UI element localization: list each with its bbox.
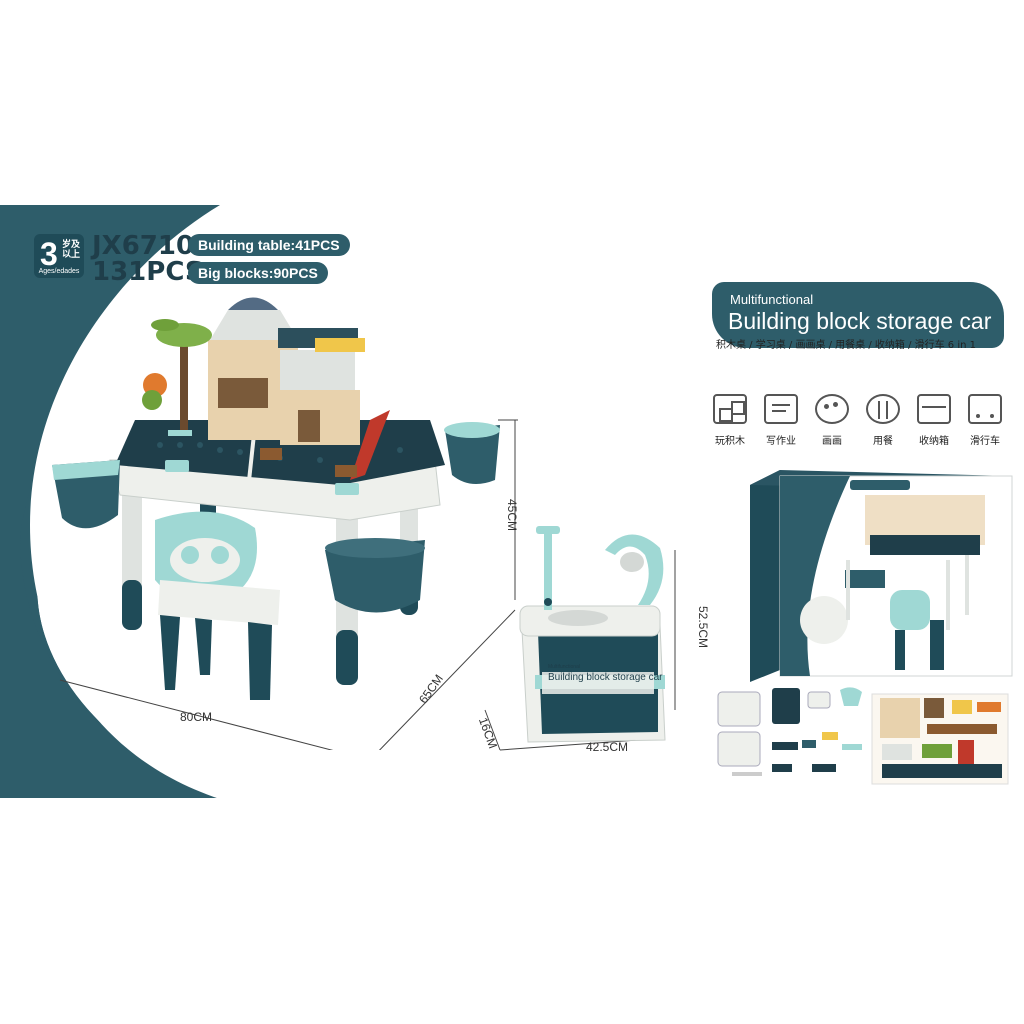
feature-dining: 用餐 <box>862 394 904 447</box>
product-title-cn-line: 积木桌 / 学习桌 / 画画桌 / 用餐桌 / 收纳箱 / 滑行车 6 in 1 <box>716 340 977 351</box>
feature-blocks: 玩积木 <box>709 394 751 447</box>
feature-label: 滑行车 <box>970 436 1000 447</box>
feature-label: 画画 <box>822 436 842 447</box>
case-label-small: Multifunctional <box>548 664 580 670</box>
cutlery-icon <box>866 394 900 424</box>
feature-trolley: 滑行车 <box>964 394 1006 447</box>
storage-box-icon <box>917 394 951 424</box>
age-cn-label: 岁及以上 <box>62 240 81 260</box>
age-badge: 3 岁及以上 Ages/edades <box>34 234 84 278</box>
background-wave-fill <box>0 205 230 798</box>
product-title-banner: Multifunctional Building block storage c… <box>712 282 1004 348</box>
product-box-image <box>750 470 1013 682</box>
pieces-total: 131PCS <box>92 257 204 287</box>
dim-case-height: 52.5CM <box>696 605 711 649</box>
feature-label: 用餐 <box>873 436 893 447</box>
feature-homework: 写作业 <box>760 394 802 447</box>
width-dimension-line <box>59 679 334 750</box>
storage-car-illustration <box>484 526 676 751</box>
homework-icon <box>764 394 798 424</box>
case-label: Building block storage car <box>548 672 663 683</box>
feature-label: 玩积木 <box>715 436 745 447</box>
parts-layout-image <box>717 687 1009 785</box>
pill-building-table: Building table:41PCS <box>188 234 350 256</box>
palette-icon <box>815 394 849 424</box>
feature-storage: 收纳箱 <box>913 394 955 447</box>
feature-label: 写作业 <box>766 436 796 447</box>
model-number: JX6710 <box>92 231 195 261</box>
dim-table-height: 45CM <box>505 498 520 532</box>
feature-label: 收纳箱 <box>919 436 949 447</box>
product-title-big: Building block storage car <box>728 308 992 334</box>
pill-big-blocks: Big blocks:90PCS <box>188 262 328 284</box>
dim-case-width: 42.5CM <box>586 740 629 754</box>
product-title-small: Multifunctional <box>730 292 814 307</box>
trolley-icon <box>968 394 1002 424</box>
age-number: 3 <box>40 236 58 272</box>
dim-table-width: 80CM <box>180 710 213 724</box>
age-sub-label: Ages/edades <box>38 268 80 275</box>
building-table-illustration <box>52 297 518 750</box>
feature-painting: 画画 <box>811 394 853 447</box>
depth-dimension-line <box>378 609 516 750</box>
blocks-icon <box>713 394 747 424</box>
